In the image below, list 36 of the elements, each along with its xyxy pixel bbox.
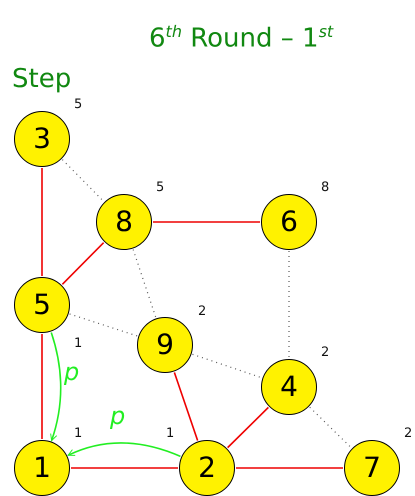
- node-weight: 5: [74, 97, 82, 112]
- node-weight: 2: [198, 304, 206, 319]
- edge-line: [71, 467, 178, 469]
- edge-label: p: [64, 359, 80, 385]
- dotted-edge: [309, 406, 352, 448]
- node-weight: 2: [404, 426, 412, 441]
- edge-line: [236, 467, 343, 469]
- title: 6$^{th}$ Round – 1$^{st}$ Step: [12, 21, 334, 96]
- edge-line: [41, 168, 43, 276]
- edge-line: [174, 372, 198, 441]
- node-weight: 1: [166, 426, 174, 441]
- dotted-edge: [132, 249, 156, 318]
- edge-line: [227, 406, 269, 448]
- node-weight: 8: [321, 180, 330, 195]
- node-weight: 2: [321, 345, 330, 360]
- node-label: 2: [197, 450, 217, 486]
- arrow: [68, 442, 181, 458]
- arrow: [50, 332, 62, 442]
- node-weight: 1: [74, 336, 82, 351]
- edge-label: p: [110, 403, 126, 429]
- dotted-edge: [62, 159, 104, 202]
- node-weight: 1: [74, 426, 82, 441]
- node-label: 9: [155, 327, 175, 363]
- edge-line: [62, 242, 104, 285]
- node-label: 7: [362, 450, 382, 486]
- dotted-edge: [69, 313, 138, 337]
- node-label: 3: [32, 121, 52, 157]
- dotted-edge: [192, 354, 262, 378]
- node-label: 8: [114, 204, 134, 240]
- edge-line: [41, 334, 43, 439]
- node-label: 1: [32, 450, 52, 486]
- edge-line: [153, 221, 260, 223]
- node-weight: 5: [156, 180, 164, 195]
- node-label: 6: [279, 204, 299, 240]
- node-label: 4: [279, 369, 299, 405]
- node-label: 5: [32, 287, 52, 323]
